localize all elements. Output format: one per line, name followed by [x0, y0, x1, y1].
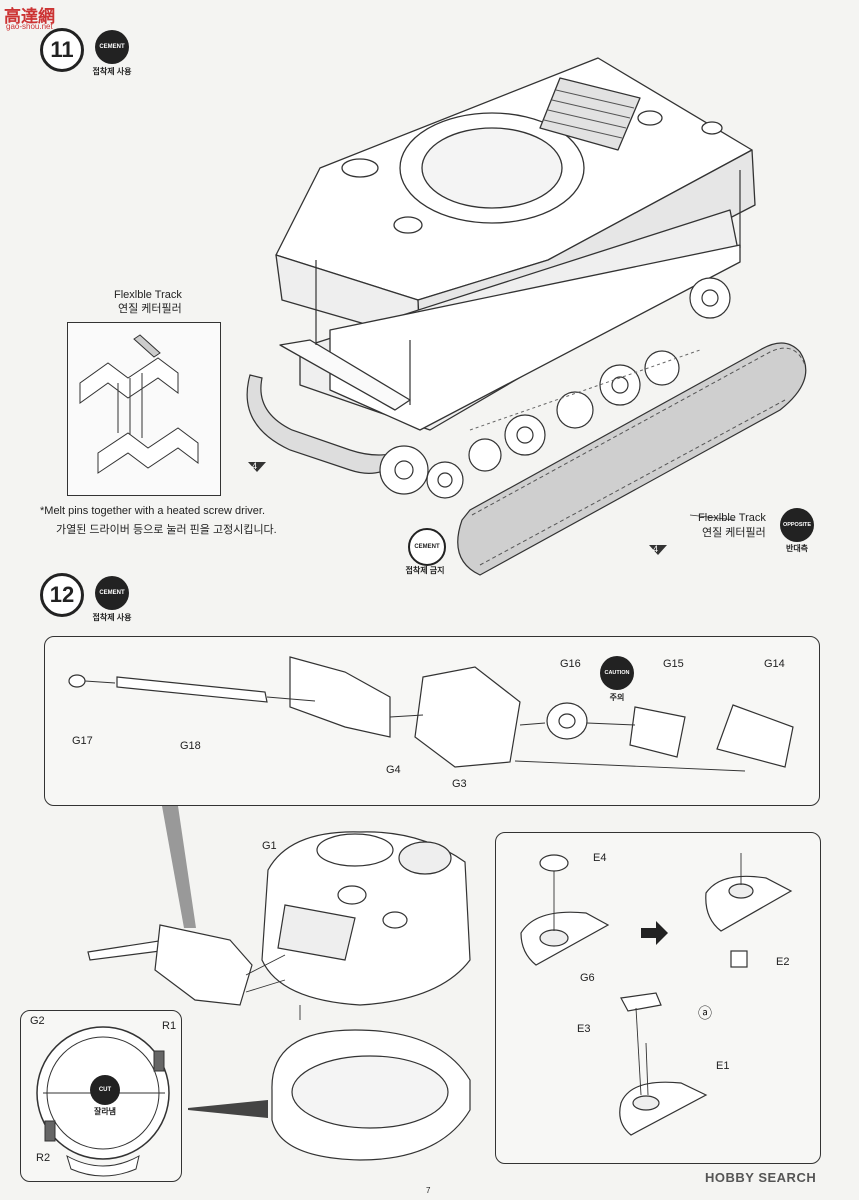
hatch-assembly-panel	[495, 832, 821, 1164]
cement-icon: CEMENT	[95, 30, 129, 64]
part-g2-label: G2	[30, 1015, 45, 1027]
part-g4-label: G4	[386, 764, 401, 776]
part-e2-label: E2	[776, 956, 790, 968]
track-marker-left: 4	[252, 461, 258, 471]
part-e1-label: E1	[716, 1060, 730, 1072]
hobby-search-logo: HOBBY SEARCH	[705, 1170, 817, 1185]
track-detail-inset	[67, 322, 221, 496]
part-g16-label: G16	[560, 658, 581, 670]
caution-icon: CAUTION	[600, 656, 634, 690]
detail-a-label: ⓐ	[698, 1005, 712, 1021]
part-g18-label: G18	[180, 740, 201, 752]
watermark-url: gao-shou.net	[6, 22, 53, 31]
cut-icon: CUT	[90, 1075, 120, 1105]
no-cement-icon: CEMENT	[408, 528, 446, 566]
opposite-caption: 반대측	[785, 544, 809, 553]
part-r2-label: R2	[36, 1152, 51, 1164]
step-11-number: 11	[40, 28, 84, 72]
part-g1-label: G1	[262, 840, 277, 852]
part-g6-label: G6	[580, 972, 595, 984]
no-cement-caption: 접착제 금지	[405, 566, 445, 575]
step-12-number: 12	[40, 573, 84, 617]
gun-parts-illustration	[68, 656, 794, 772]
cement-caption: 접착제 사용	[92, 67, 132, 76]
inset-title-ko: 연질 케터필러	[118, 303, 182, 315]
inset-title-en: Flexlble Track	[114, 289, 182, 301]
caution-caption: 주의	[609, 693, 625, 702]
hull-assembly-illustration	[246, 57, 807, 576]
part-g17-label: G17	[72, 735, 93, 747]
track-marker-right: 4	[653, 544, 659, 554]
hatch-parts-illustration	[520, 853, 793, 1136]
melt-pins-note-ko: 가열된 드라이버 등으로 눌러 핀을 고정시킵니다.	[56, 524, 277, 536]
melt-pins-note-en: *Melt pins together with a heated screw …	[40, 505, 266, 517]
gun-assembly-panel	[44, 636, 820, 806]
cement-icon: CEMENT	[95, 576, 129, 610]
part-e4-label: E4	[593, 852, 607, 864]
cut-caption: 잘라냄	[93, 1107, 117, 1116]
watermark-logo: 高達網	[4, 7, 55, 26]
part-r1-label: R1	[162, 1020, 177, 1032]
part-e3-label: E3	[577, 1023, 591, 1035]
right-track-label-en: Flexlble Track	[698, 512, 766, 524]
cement-caption: 접착제 사용	[92, 613, 132, 622]
part-g15-label: G15	[663, 658, 684, 670]
part-g3-label: G3	[452, 778, 467, 790]
opposite-side-icon: OPPOSITE	[780, 508, 814, 542]
page-number: 7	[426, 1186, 431, 1195]
right-track-label-ko: 연질 케터필러	[702, 527, 766, 539]
part-g14-label: G14	[764, 658, 785, 670]
